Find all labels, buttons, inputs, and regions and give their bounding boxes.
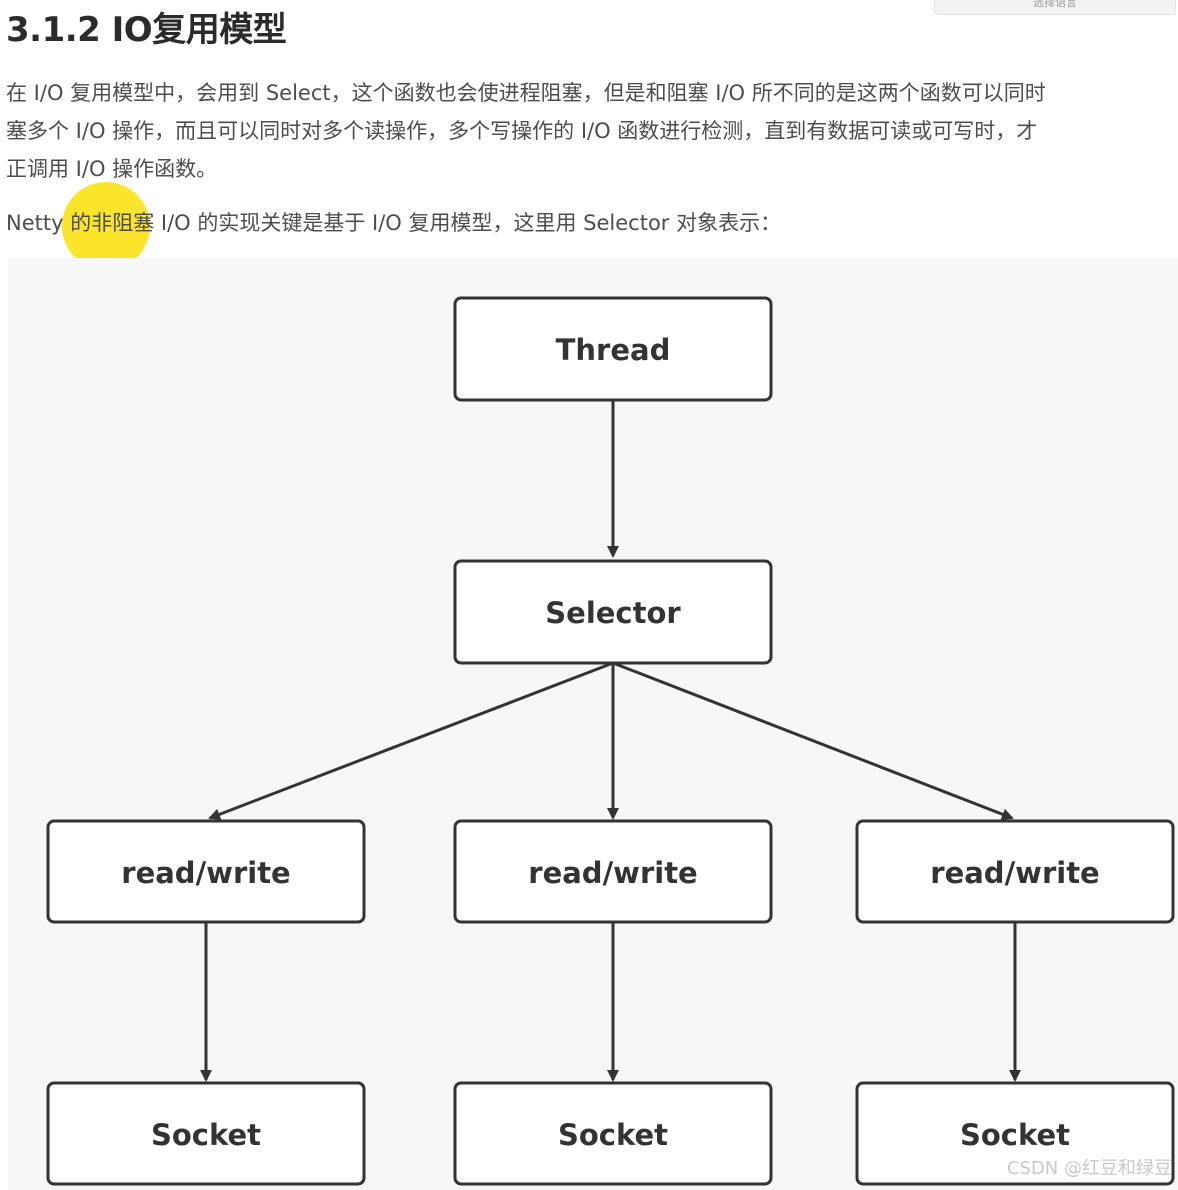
language-selector-tab[interactable]: 选择语言 <box>934 0 1176 15</box>
node-thread-label: Thread <box>556 333 671 367</box>
node-rw-left: read/write <box>46 819 366 924</box>
node-socket-right-label: Socket <box>960 1118 1070 1152</box>
section-heading: 3.1.2 IO复用模型 <box>6 10 287 50</box>
node-rw-center-label: read/write <box>528 856 697 890</box>
cursor-highlight <box>62 182 150 270</box>
edge-selector-rw-right <box>612 661 1014 820</box>
node-selector: Selector <box>453 559 773 665</box>
paragraph-line: 在 I/O 复用模型中，会用到 Select，这个函数也会使进程阻塞，但是和阻塞… <box>6 81 1046 105</box>
node-socket-left: Socket <box>46 1081 366 1186</box>
node-rw-right-label: read/write <box>930 856 1099 890</box>
node-selector-label: Selector <box>545 596 681 630</box>
edge-selector-rw-left <box>208 661 614 821</box>
node-rw-right: read/write <box>855 819 1175 924</box>
diagram-background <box>8 258 1178 1190</box>
paragraph-line: 正调用 I/O 操作函数。 <box>6 157 218 181</box>
node-socket-right: Socket <box>855 1081 1175 1186</box>
node-socket-center: Socket <box>453 1081 773 1186</box>
node-rw-left-label: read/write <box>121 856 290 890</box>
paragraph-line: 塞多个 I/O 操作，而且可以同时对多个读操作，多个写操作的 I/O 函数进行检… <box>6 119 1038 143</box>
node-socket-left-label: Socket <box>151 1118 261 1152</box>
node-thread: Thread <box>453 296 773 402</box>
csdn-watermark: CSDN @红豆和绿豆 <box>1006 1158 1172 1179</box>
node-rw-center: read/write <box>453 819 773 924</box>
node-socket-center-label: Socket <box>558 1118 668 1152</box>
paragraph-netty-selector: Netty 的非阻塞 I/O 的实现关键是基于 I/O 复用模型，这里用 Sel… <box>6 211 782 235</box>
paragraph-io-multiplexing: 在 I/O 复用模型中，会用到 Select，这个函数也会使进程阻塞，但是和阻塞… <box>6 74 1046 188</box>
